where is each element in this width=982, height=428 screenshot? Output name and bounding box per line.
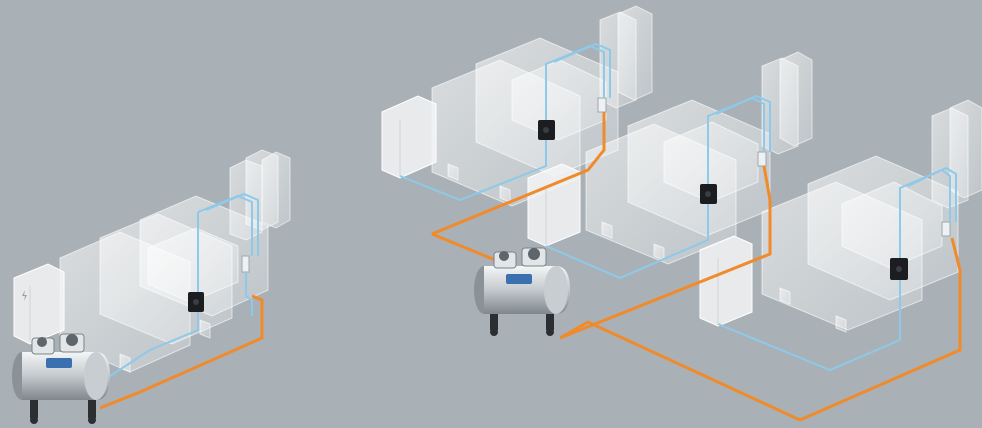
cabinet-icon — [700, 236, 752, 326]
cabinet-icon — [14, 264, 64, 344]
cabinet-icon — [382, 96, 436, 178]
valve-icon — [942, 222, 950, 236]
valve-icon — [598, 98, 606, 112]
multi-machine-setup — [382, 6, 982, 420]
compressor-icon — [474, 248, 570, 336]
single-machine-setup — [12, 150, 290, 424]
valve-icon — [758, 152, 766, 166]
valve-icon — [242, 256, 249, 272]
